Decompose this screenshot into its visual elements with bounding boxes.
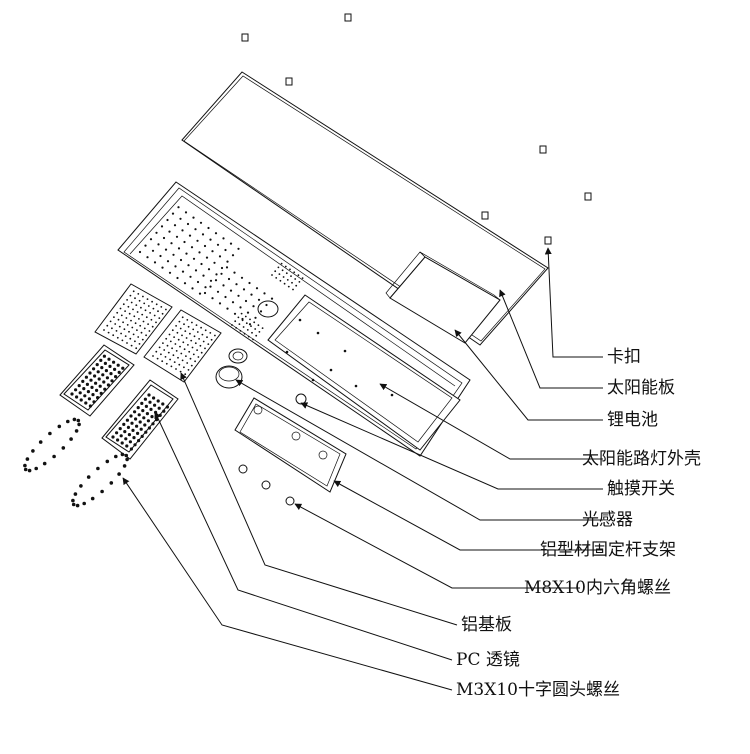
light-sensor	[215, 365, 243, 389]
label-clip: 卡扣	[607, 347, 641, 367]
label-cross-screw: M3X10十字圆头螺丝	[456, 680, 620, 700]
label-light-sensor: 光感器	[582, 510, 633, 530]
sensor-plug	[295, 393, 307, 405]
street-light-housing	[117, 181, 471, 457]
label-touch-switch: 触摸开关	[607, 479, 675, 499]
label-hex-screw: M8X10内六角螺丝	[524, 578, 671, 598]
label-housing: 太阳能路灯外壳	[582, 449, 701, 469]
label-bracket: 铝型材固定杆支架	[540, 540, 676, 560]
m3-screws	[23, 417, 129, 508]
pc-lenses	[59, 344, 179, 460]
label-pc-lens: PC 透镜	[456, 650, 520, 670]
clips	[241, 13, 592, 245]
solar-panel	[181, 71, 549, 346]
hex-screws	[238, 464, 295, 506]
label-solar-panel: 太阳能板	[607, 378, 675, 398]
aluminum-boards	[94, 283, 222, 383]
leader-lines	[122, 247, 603, 691]
touch-switch	[228, 348, 248, 364]
lithium-battery	[385, 251, 501, 344]
aluminum-bracket	[234, 397, 347, 493]
label-aluminum-board: 铝基板	[461, 615, 512, 635]
label-battery: 锂电池	[607, 410, 658, 430]
